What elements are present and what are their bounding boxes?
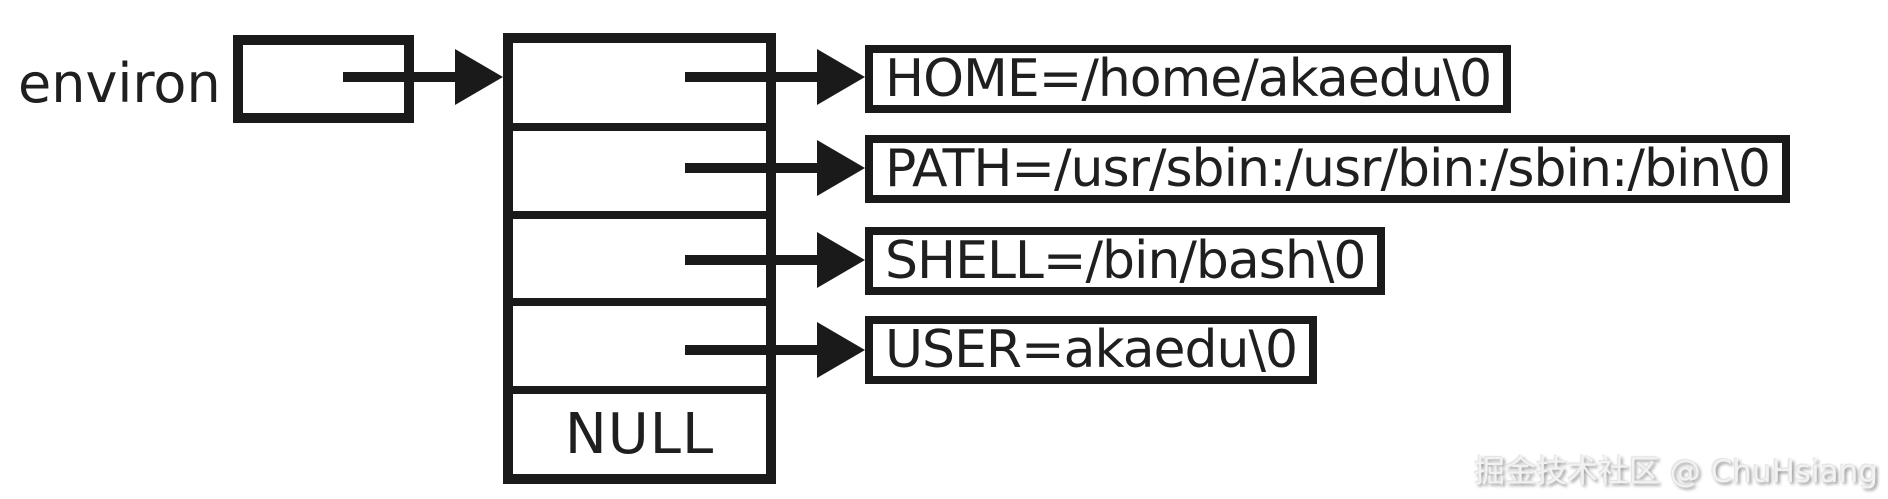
- env-string-path: PATH=/usr/sbin:/usr/bin:/sbin:/bin\0: [865, 135, 1790, 203]
- arrow-head-icon: [817, 322, 865, 378]
- arrow-cell1-to-path: [685, 140, 865, 196]
- env-string-home-text: HOME=/home/akaedu\0: [885, 49, 1492, 109]
- env-string-path-text: PATH=/usr/sbin:/usr/bin:/sbin:/bin\0: [885, 139, 1771, 199]
- arrow-shaft: [343, 72, 455, 82]
- arrow-shaft: [685, 163, 817, 173]
- env-string-user-text: USER=akaedu\0: [885, 320, 1298, 380]
- arrow-head-icon: [817, 232, 865, 288]
- env-string-user: USER=akaedu\0: [865, 316, 1318, 384]
- env-string-shell-text: SHELL=/bin/bash\0: [885, 231, 1366, 291]
- env-string-shell: SHELL=/bin/bash\0: [865, 227, 1386, 295]
- array-cell-null: NULL: [513, 386, 766, 474]
- watermark: 掘金技术社区 @ ChuHsiang: [1473, 454, 1878, 490]
- array-cell-2: [513, 210, 766, 299]
- arrow-shaft: [685, 345, 817, 355]
- env-string-home: HOME=/home/akaedu\0: [865, 45, 1512, 113]
- arrow-head-icon: [817, 49, 865, 105]
- environ-label: environ: [18, 52, 221, 115]
- arrow-shaft: [685, 255, 817, 265]
- arrow-head-icon: [455, 49, 503, 105]
- array-cell-3: [513, 298, 766, 387]
- arrow-cell2-to-shell: [685, 232, 865, 288]
- pointer-array: NULL: [503, 33, 776, 484]
- array-cell-1: [513, 122, 766, 211]
- arrow-cell0-to-home: [685, 49, 865, 105]
- arrow-head-icon: [817, 140, 865, 196]
- array-cell-0: [513, 43, 766, 123]
- arrow-shaft: [685, 72, 817, 82]
- null-label: NULL: [564, 401, 715, 467]
- arrow-cell3-to-user: [685, 322, 865, 378]
- arrow-environ-to-array: [343, 49, 503, 105]
